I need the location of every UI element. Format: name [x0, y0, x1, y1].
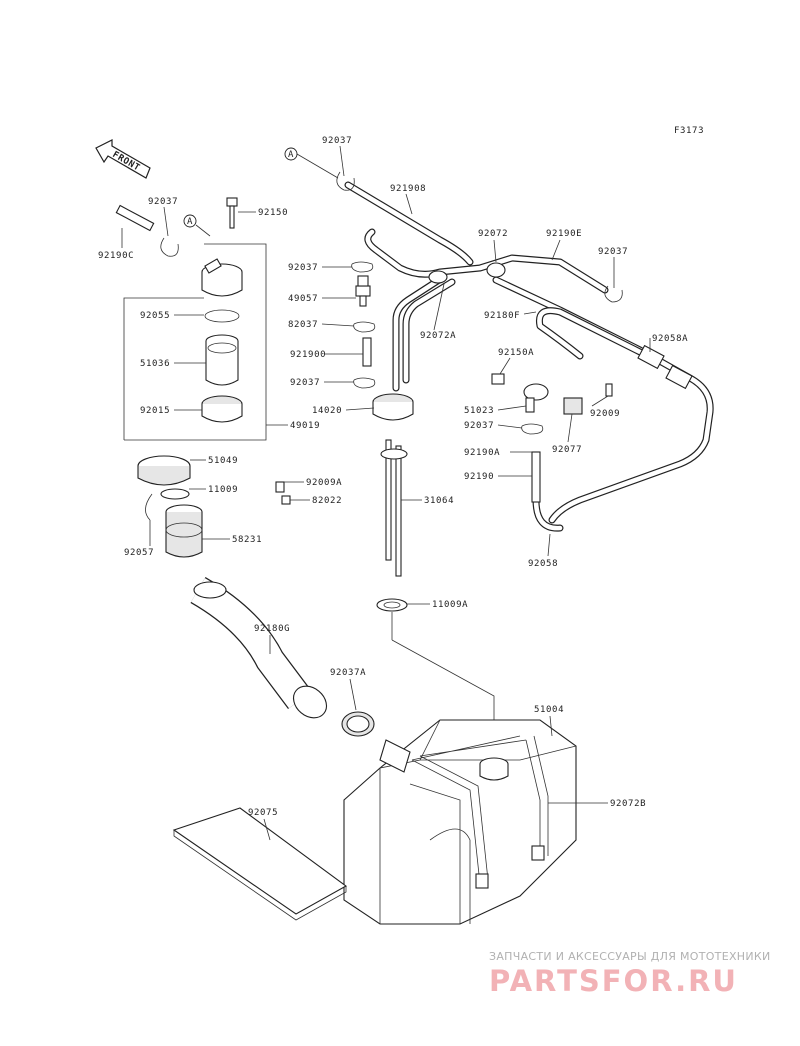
- label-92190a: 92190A: [464, 448, 500, 458]
- label-92075: 92075: [248, 808, 278, 818]
- label-92150: 92150: [258, 208, 288, 218]
- filler-hose: [190, 577, 375, 737]
- svg-text:A: A: [288, 150, 294, 160]
- label-921908: 921908: [390, 184, 426, 194]
- label-11009: 11009: [208, 485, 238, 495]
- label-51049: 51049: [208, 456, 238, 466]
- label-92009: 92009: [590, 409, 620, 419]
- svg-text:A: A: [187, 217, 193, 227]
- label-92190: 92190: [464, 472, 494, 482]
- tank-pad: [172, 807, 348, 921]
- label-92150a: 92150A: [498, 348, 534, 358]
- label-92037: 92037: [464, 421, 494, 431]
- fuel-filter-assembly: [115, 197, 267, 441]
- label-92015: 92015: [140, 406, 170, 416]
- figure-code: F3173: [674, 126, 704, 136]
- label-92037: 92037: [288, 263, 318, 273]
- fuel-valve: [491, 373, 613, 503]
- fuel-tank: [343, 719, 577, 925]
- label-58231: 58231: [232, 535, 262, 545]
- label-92037: 92037: [322, 136, 352, 146]
- label-82037: 82037: [288, 320, 318, 330]
- label-92037: 92037: [148, 197, 178, 207]
- label-92058a: 92058A: [652, 334, 688, 344]
- label-92072a: 92072A: [420, 331, 456, 341]
- front-arrow: FRONT: [95, 139, 151, 179]
- label-92072: 92072: [478, 229, 508, 239]
- ref-marker-a: A A: [183, 147, 339, 237]
- label-51023: 51023: [464, 406, 494, 416]
- label-14020: 14020: [312, 406, 342, 416]
- label-49057: 49057: [288, 294, 318, 304]
- label-92037: 92037: [598, 247, 628, 257]
- part-labels: 92037 921908 92037 92150 92190C 92072 92…: [98, 136, 688, 841]
- label-92180f: 92180F: [484, 311, 520, 321]
- label-92077: 92077: [552, 445, 582, 455]
- label-51004: 51004: [534, 705, 564, 715]
- label-92009a: 92009A: [306, 478, 342, 488]
- label-31064: 31064: [424, 496, 454, 506]
- filler-cap-assembly: [137, 455, 203, 558]
- label-49019: 49019: [290, 421, 320, 431]
- label-82022: 82022: [312, 496, 342, 506]
- watermark-tagline: ЗАПЧАСТИ И АКСЕССУАРЫ ДЛЯ МОТОТЕХНИКИ: [489, 950, 771, 963]
- label-92055: 92055: [140, 311, 170, 321]
- watermark-logo: PARTSFOR.RU: [489, 964, 738, 998]
- clips: [160, 171, 623, 435]
- label-92037: 92037: [290, 378, 320, 388]
- label-92037a: 92037A: [330, 668, 366, 678]
- label-92190e: 92190E: [546, 229, 582, 239]
- label-921900: 921900: [290, 350, 326, 360]
- label-92180g: 92180G: [254, 624, 290, 634]
- label-11009a: 11009A: [432, 600, 468, 610]
- label-92190c: 92190C: [98, 251, 134, 261]
- label-51036: 51036: [140, 359, 170, 369]
- label-92072b: 92072B: [610, 799, 646, 809]
- label-92057: 92057: [124, 548, 154, 558]
- label-92058: 92058: [528, 559, 558, 569]
